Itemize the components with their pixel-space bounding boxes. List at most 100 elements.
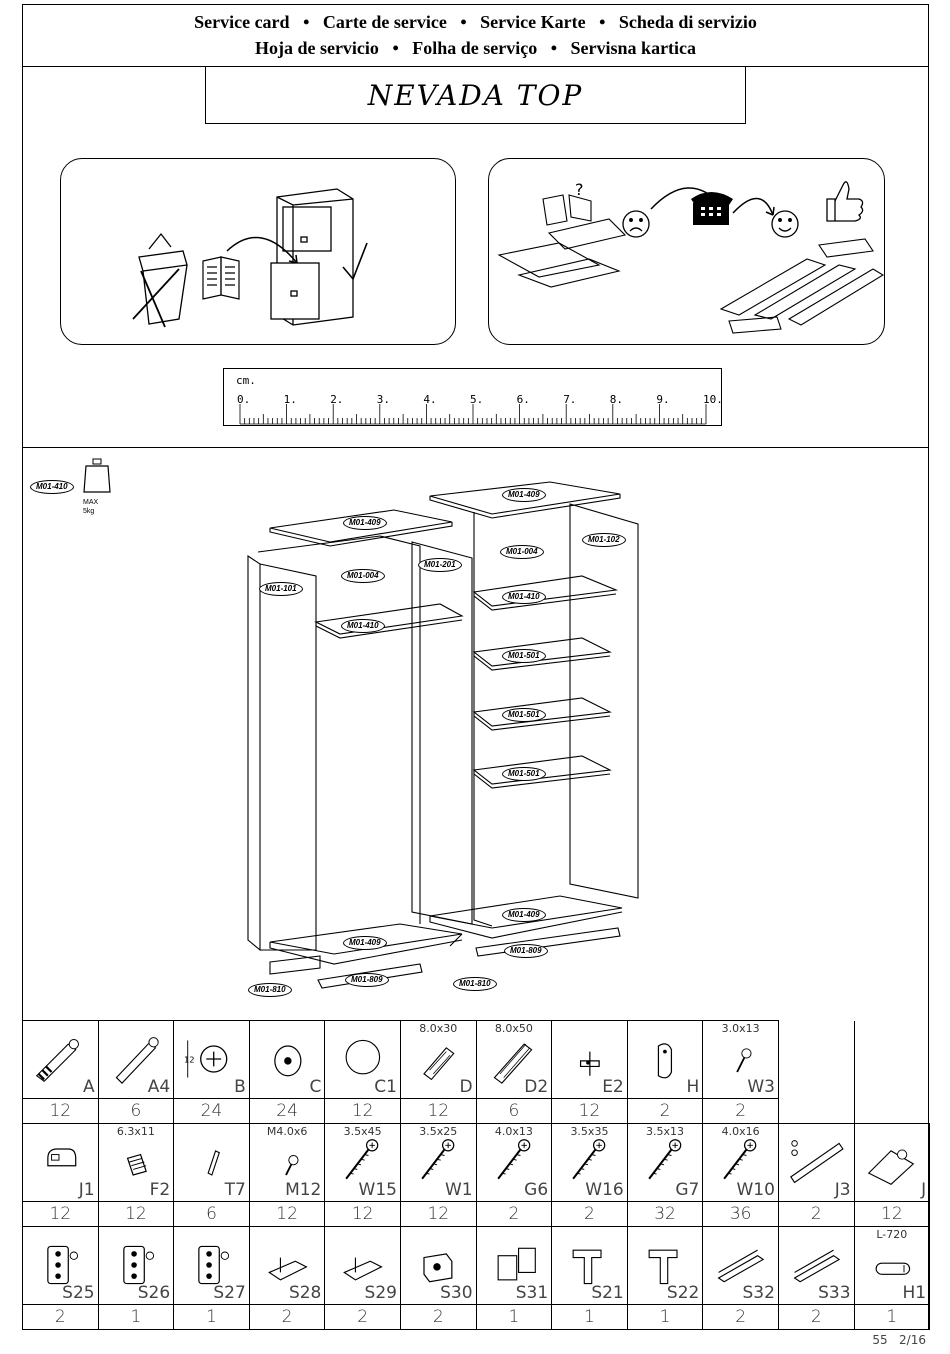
hardware-quantity: 2	[475, 1201, 553, 1227]
part-label-m01-810: M01-810	[248, 983, 292, 997]
service-contact-panel: ?	[488, 158, 885, 345]
keep-instructions-panel	[60, 158, 456, 345]
hardware-cell-j: J	[853, 1123, 931, 1202]
hardware-code: H1	[902, 1283, 927, 1303]
hardware-code: M12	[285, 1180, 322, 1200]
track-icon	[793, 1249, 841, 1283]
hardware-code: J1	[78, 1180, 95, 1200]
ruler-label: 0.	[237, 393, 251, 406]
part-label-m01-004: M01-004	[500, 545, 544, 559]
hardware-quantity: 2	[777, 1201, 855, 1227]
hardware-code: S21	[591, 1283, 624, 1303]
hardware-cell-s30: S30	[399, 1226, 477, 1305]
hardware-dimension: 4.0x16	[721, 1125, 760, 1138]
part-label-m01-409: M01-409	[502, 908, 546, 922]
hardware-quantity: 1	[475, 1304, 553, 1330]
hardware-quantity: 12	[324, 1201, 401, 1227]
exploded-assembly-diagram	[247, 481, 639, 989]
service-contact-illustration: ?	[497, 180, 885, 334]
hardware-code: W15	[358, 1180, 397, 1200]
hardware-quantity: 6	[97, 1098, 175, 1124]
hardware-quantity: 2	[399, 1304, 477, 1330]
hardware-cell-s22: S22	[626, 1226, 704, 1305]
hardware-quantity: 12	[399, 1201, 477, 1227]
hardware-code: A	[82, 1077, 95, 1097]
telephone-icon	[691, 192, 733, 225]
part-label-m01-809: M01-809	[345, 973, 389, 987]
hardware-cell-j3: J3	[777, 1123, 855, 1202]
hardware-dimension: 4.0x13	[494, 1125, 533, 1138]
hardware-cell-s33: S33	[777, 1226, 855, 1305]
part-label-m01-501: M01-501	[502, 708, 546, 722]
shelf-support-icon	[580, 1051, 600, 1076]
part-label-m01-004: M01-004	[341, 569, 385, 583]
cap-icon	[274, 1045, 302, 1077]
clip-icon	[47, 1148, 77, 1167]
ruler-label: 4.	[423, 393, 437, 406]
page-footer: 55 2/16	[872, 1333, 926, 1347]
hardware-quantity: 12	[853, 1201, 931, 1227]
hardware-cell-s29: S29	[324, 1226, 401, 1305]
screw-icon	[723, 1139, 757, 1180]
measurement-ruler: cm. 0.1.2.3.4.5.6.7.8.9.10.	[223, 368, 723, 426]
rail-holder-icon	[657, 1043, 672, 1079]
header-line-2: Hoja de servicio • Folha de serviço • Se…	[254, 38, 697, 58]
hardware-quantity: 1	[626, 1304, 704, 1330]
empty-cell	[777, 1098, 855, 1124]
hardware-quantity: 2	[551, 1201, 628, 1227]
hardware-code: S30	[440, 1283, 473, 1303]
hardware-cell-c: C	[248, 1020, 326, 1099]
svg-text:12: 12	[184, 1055, 195, 1065]
ruler-label: 7.	[563, 393, 577, 406]
part-label-m01-501: M01-501	[502, 649, 546, 663]
long-bolt-icon	[115, 1037, 159, 1084]
product-title: NEVADA TOP	[205, 67, 746, 124]
arrow-icon	[226, 236, 298, 264]
hardware-cell-c1: C1	[324, 1020, 401, 1099]
hardware-cell-j1: J1	[22, 1123, 99, 1202]
hardware-dimension: 3.0x13	[721, 1022, 760, 1035]
part-label-m01-809: M01-809	[504, 944, 548, 958]
hardware-code: S29	[364, 1283, 397, 1303]
hardware-code: S25	[62, 1283, 95, 1303]
weight-icon	[83, 458, 111, 493]
hardware-quantity: 2	[702, 1304, 779, 1330]
screw-icon	[421, 1139, 455, 1180]
hardware-code: W16	[585, 1180, 624, 1200]
max-value: 5kg	[83, 508, 95, 515]
weight-part-label: M01-410	[30, 480, 74, 494]
ruler-ticks	[239, 404, 707, 425]
trash-bin-icon	[132, 232, 188, 328]
empty-cell	[853, 1098, 930, 1124]
ruler-label: 3.	[376, 393, 391, 406]
small-screw-icon	[736, 1048, 752, 1073]
footer-code: 55	[872, 1333, 888, 1347]
wall-bracket-icon	[790, 1140, 844, 1184]
hardware-quantity: 12	[22, 1098, 99, 1124]
hardware-code: W3	[747, 1077, 775, 1097]
hardware-quantity: 2	[702, 1098, 779, 1124]
empty-cell	[777, 1020, 855, 1099]
machine-screw-icon	[284, 1155, 299, 1176]
hardware-quantity: 32	[626, 1201, 704, 1227]
ruler-label: 9.	[656, 393, 670, 406]
ruler-unit: cm.	[236, 374, 256, 387]
hardware-dimension: 8.0x50	[494, 1022, 533, 1035]
dowel-icon	[423, 1047, 455, 1081]
hardware-dimension: M4.0x6	[266, 1125, 308, 1138]
hardware-quantity: 2	[324, 1304, 401, 1330]
ruler-label: 1.	[283, 393, 297, 406]
cam-bolt-icon	[35, 1039, 79, 1083]
hardware-dimension: 3.5x35	[570, 1125, 609, 1138]
rail-icon	[875, 1262, 910, 1275]
ruler-label: 5.	[470, 393, 484, 406]
